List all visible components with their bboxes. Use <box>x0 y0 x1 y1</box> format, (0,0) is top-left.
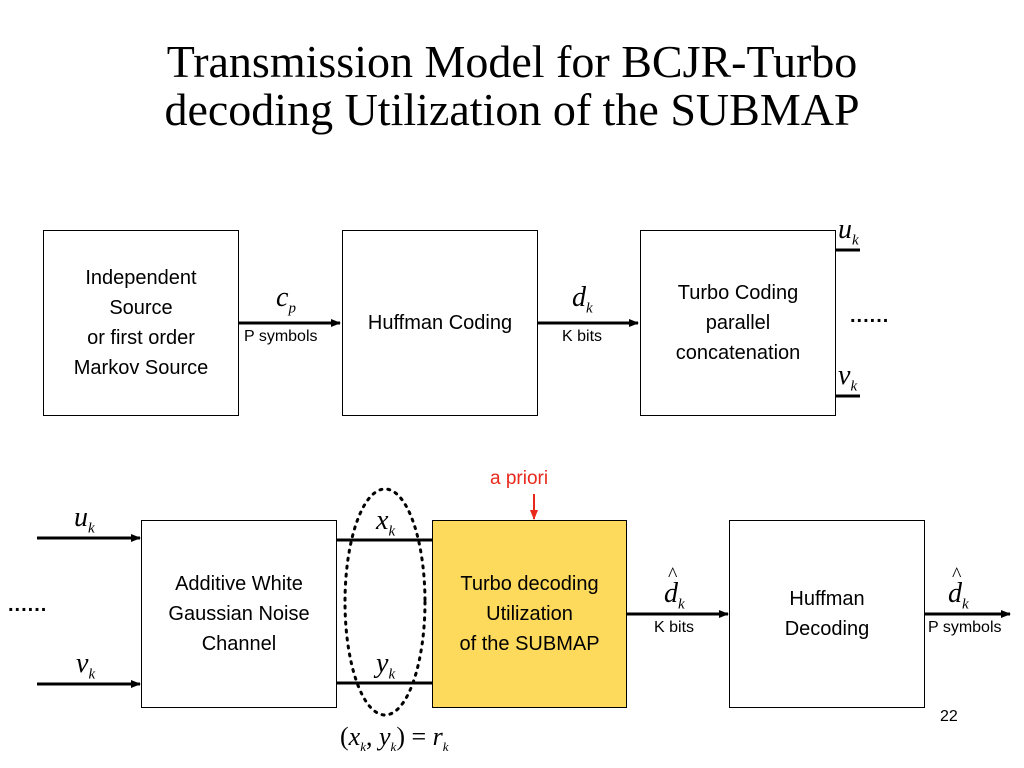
huffman-coding-label: Huffman Coding <box>367 312 513 334</box>
huffman-decoding-line-1: Huffman <box>789 588 865 610</box>
huffman-decoding-line-2: Decoding <box>784 618 870 640</box>
dhat-output-variable: dk <box>948 564 969 614</box>
dhat-k-variable: dk <box>664 564 685 614</box>
awgn-channel-box: Additive White Gaussian Noise Channel <box>141 520 337 708</box>
awgn-line-2: Gaussian Noise <box>168 603 310 625</box>
vk-top-variable: vk <box>838 360 858 395</box>
turbo-coding-line-1: Turbo Coding <box>677 282 799 304</box>
awgn-line-3: Channel <box>201 633 277 655</box>
yk-variable: yk <box>376 648 396 683</box>
turbo-decoding-box: Turbo decoding Utilization of the SUBMAP <box>432 520 627 708</box>
uk-bottom-variable: uk <box>74 502 95 537</box>
source-box: Independent Source or first order Markov… <box>43 230 239 416</box>
awgn-line-1: Additive White <box>175 573 303 595</box>
source-line-3: or first order <box>87 327 195 349</box>
huffman-coding-box: Huffman Coding <box>342 230 538 416</box>
dk-label: K bits <box>562 328 603 345</box>
source-line-1: Independent <box>85 267 197 289</box>
dhat-output-label: P symbols <box>928 619 1002 636</box>
a-priori-label: a priori <box>490 468 549 489</box>
turbo-coding-line-3: concatenation <box>675 342 801 364</box>
huffman-decoding-box: Huffman Decoding <box>729 520 925 708</box>
cp-label: P symbols <box>244 328 318 345</box>
slide-title: Transmission Model for BCJR-Turbo decodi… <box>0 38 1024 134</box>
turbo-decoding-line-2: Utilization <box>486 603 573 625</box>
cp-variable: cp <box>276 282 296 317</box>
xk-variable: xk <box>376 505 396 540</box>
dhat-k-label: K bits <box>654 619 695 636</box>
vk-bottom-variable: vk <box>76 648 96 683</box>
dk-variable: dk <box>572 282 593 317</box>
top-ellipsis: ...... <box>850 305 890 327</box>
turbo-coding-line-2: parallel <box>705 312 771 334</box>
turbo-decoding-line-3: of the SUBMAP <box>459 633 600 655</box>
bottom-ellipsis: ...... <box>8 594 48 616</box>
formula-rk: (xk, yk) = rk <box>340 722 449 755</box>
dotted-ellipse-xy <box>343 487 427 717</box>
turbo-decoding-line-1: Turbo decoding <box>460 573 599 595</box>
uk-top-variable: uk <box>838 214 859 249</box>
page-number: 22 <box>940 708 958 725</box>
source-line-2: Source <box>109 297 173 319</box>
turbo-coding-box: Turbo Coding parallel concatenation <box>640 230 836 416</box>
title-line-1: Transmission Model for BCJR-Turbo <box>166 36 858 87</box>
title-line-2: decoding Utilization of the SUBMAP <box>164 84 860 135</box>
source-line-4: Markov Source <box>73 357 209 379</box>
